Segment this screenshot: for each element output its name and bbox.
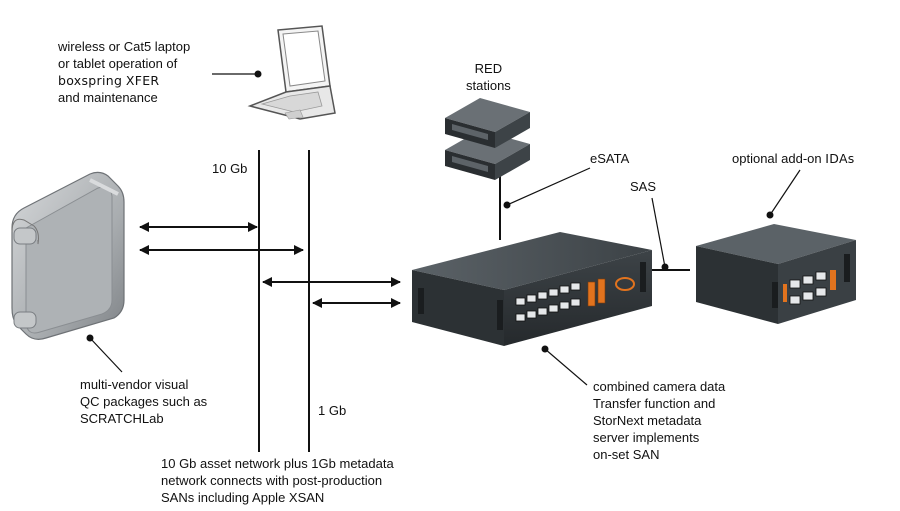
combined-line2: Transfer function and	[593, 396, 716, 411]
qc-label: multi-vendor visual QC packages such as …	[80, 376, 207, 427]
workstation-leader	[89, 337, 123, 373]
esata-label: eSATA	[590, 151, 630, 166]
network-label: 10 Gb asset network plus 1Gb metadata ne…	[161, 455, 394, 506]
sas-leader	[651, 197, 666, 268]
red-stations-label: RED stations	[466, 60, 511, 94]
10gb-label: 10 Gb	[212, 161, 248, 176]
workstation-icon	[11, 171, 125, 340]
laptop-label-line3: boxspring XFER	[58, 72, 190, 89]
ida-unit-icon	[696, 224, 856, 324]
laptop-label-brand: boxspring	[58, 73, 123, 88]
ida-label: optional add-on IDAs	[732, 150, 855, 167]
ida-leader	[769, 169, 801, 216]
ida-label-suffix: IDAs	[825, 151, 855, 166]
qc-line3: SCRATCHLab	[80, 411, 164, 426]
red-stations-line2: stations	[466, 78, 511, 93]
network-line2: network connects with post-production	[161, 473, 383, 488]
combined-line1: combined camera data	[593, 379, 726, 394]
laptop-dot	[254, 70, 262, 78]
esata-leader	[506, 167, 591, 206]
server-leader	[544, 348, 588, 386]
red-stations-icon	[445, 98, 530, 180]
qc-line1: multi-vendor visual	[80, 377, 189, 392]
network-line3: SANs including Apple XSAN	[161, 490, 325, 505]
laptop-label-line4: and maintenance	[58, 90, 158, 105]
combined-line5: on-set SAN	[593, 447, 660, 462]
red-stations-line1: RED	[474, 61, 503, 76]
laptop-label-product: XFER	[125, 73, 160, 88]
laptop-label: wireless or Cat5 laptop or tablet operat…	[58, 38, 190, 106]
combined-line3: StorNext metadata	[593, 413, 702, 428]
1gb-label: 1 Gb	[318, 403, 347, 418]
laptop-label-line2: or tablet operation of	[58, 56, 178, 71]
ida-label-prefix: optional add-on	[732, 151, 822, 166]
server-icon	[412, 232, 652, 346]
qc-line2: QC packages such as	[80, 394, 208, 409]
laptop-icon	[247, 25, 336, 120]
laptop-label-line1: wireless or Cat5 laptop	[58, 39, 191, 54]
network-line1: 10 Gb asset network plus 1Gb metadata	[161, 456, 394, 471]
combined-line4: server implements	[593, 430, 700, 445]
combined-label: combined camera data Transfer function a…	[593, 378, 725, 463]
sas-label: SAS	[630, 179, 657, 194]
